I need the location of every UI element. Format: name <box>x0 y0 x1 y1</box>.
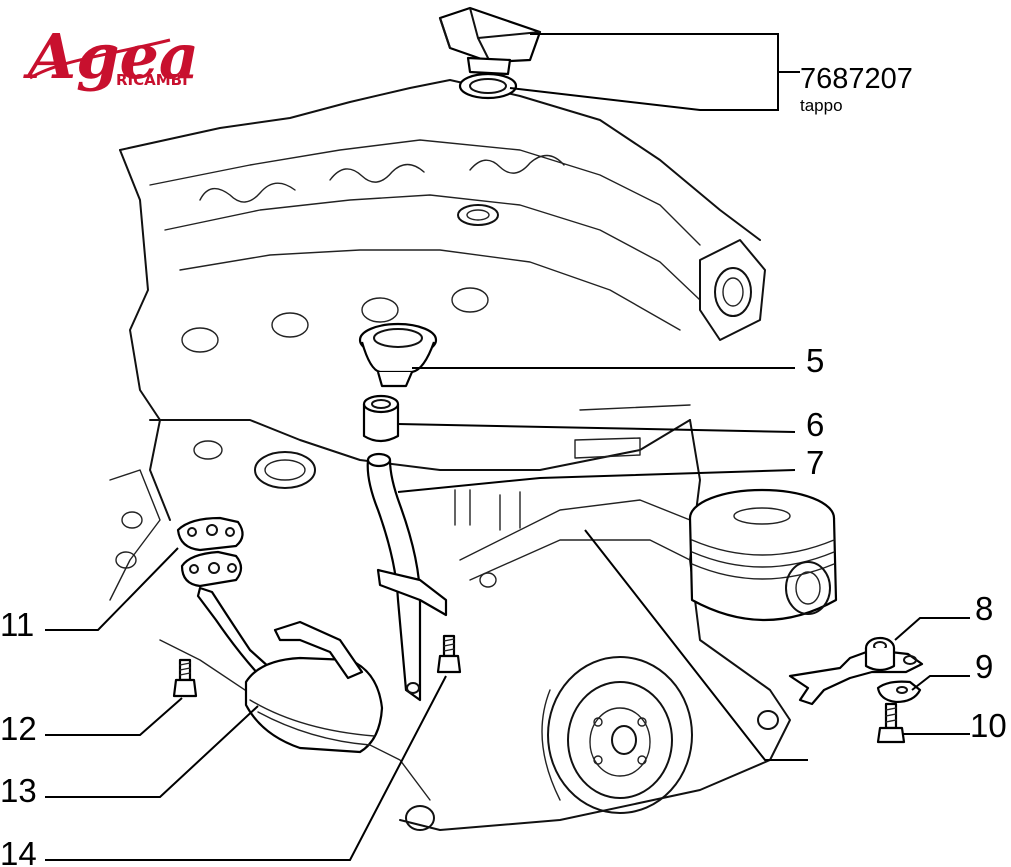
engine-block-drawing <box>109 79 791 831</box>
callout-7: 7 <box>806 444 824 481</box>
logo-subtext: RICAMBI <box>116 71 188 89</box>
part-7-breather-tube <box>366 452 448 702</box>
part-10-bolt <box>876 702 906 744</box>
oil-filler-cap <box>438 6 542 100</box>
agea-logo: Agea RICAMBI <box>23 20 199 93</box>
part-8-bracket <box>788 636 924 706</box>
callout-9: 9 <box>975 648 993 685</box>
callout-14: 14 <box>0 835 37 867</box>
piston-drawing <box>688 488 838 621</box>
callout-numbers: 5 6 7 8 9 10 11 12 13 14 <box>0 342 1007 867</box>
part-5-breather-cup <box>358 322 438 388</box>
callout-13: 13 <box>0 772 37 809</box>
callout-5: 5 <box>806 342 824 379</box>
part-14-bolt <box>436 634 462 674</box>
part-number: 7687207 <box>800 63 913 95</box>
logo-text: Agea <box>23 20 199 93</box>
part-13-oil-pickup <box>196 586 384 754</box>
callout-11: 11 <box>0 606 34 643</box>
part-11-gaskets <box>176 516 244 588</box>
part-6-sleeve <box>362 394 400 443</box>
leader-lines <box>45 33 970 861</box>
callout-8: 8 <box>975 590 993 627</box>
callout-6: 6 <box>806 406 824 443</box>
callout-10: 10 <box>970 707 1007 744</box>
crank-pulley-drawing <box>541 656 693 814</box>
callout-12: 12 <box>0 710 37 747</box>
part-number-label: 7687207 tappo <box>800 63 913 115</box>
part-12-bolt <box>172 658 198 698</box>
part-9-clamp <box>876 680 922 704</box>
part-description: tappo <box>800 96 843 115</box>
